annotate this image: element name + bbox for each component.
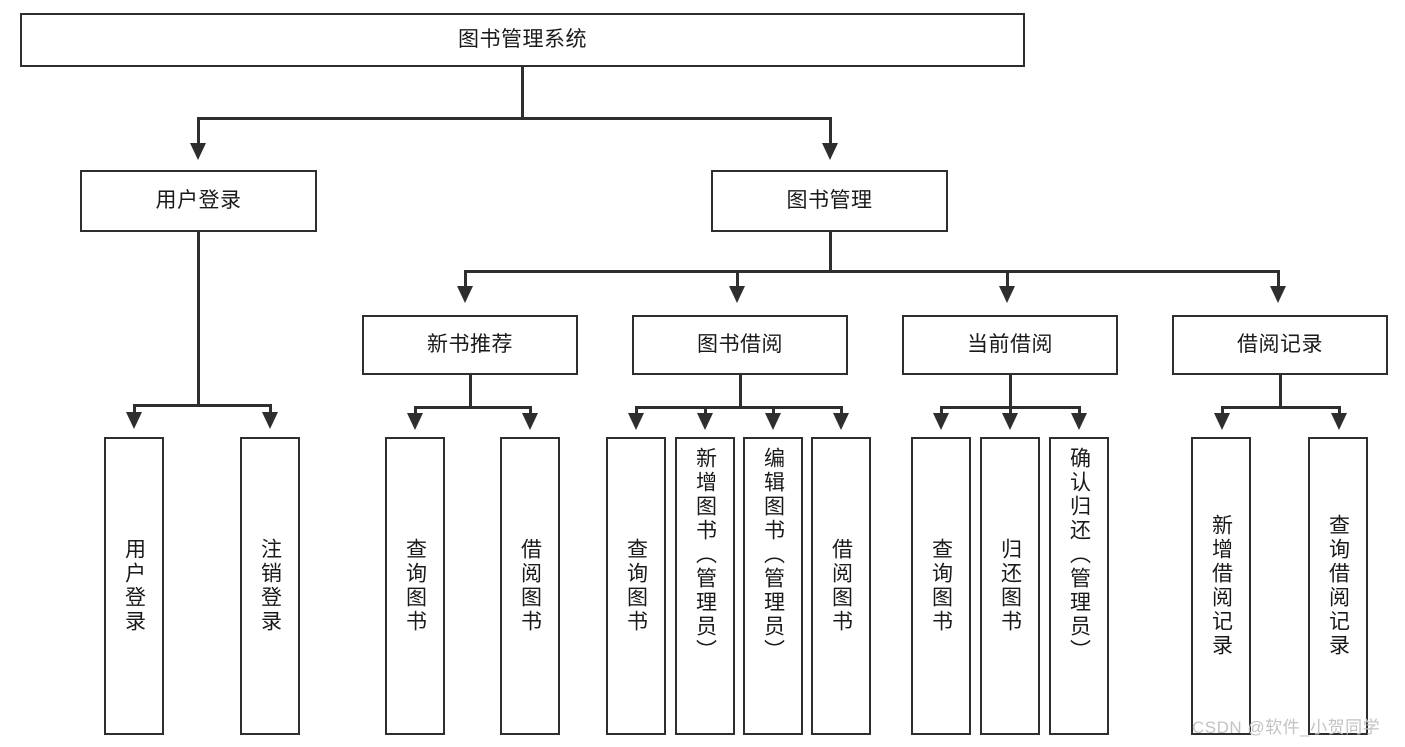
- leaf-newbook-query-book[interactable]: 查询图书: [385, 437, 445, 735]
- arrow-root-to-bookmgmt: [822, 143, 838, 160]
- connector-bookborrow-leaf1: [635, 406, 638, 415]
- node-label: 注销登录: [258, 538, 282, 634]
- connector-root-stem: [521, 67, 524, 118]
- leaf-user-login[interactable]: 用户登录: [104, 437, 164, 735]
- node-borrow-record[interactable]: 借阅记录: [1172, 315, 1388, 375]
- node-label: 图书管理: [786, 188, 873, 212]
- connector-newbook-leaf1: [414, 406, 417, 415]
- node-label: 查询借阅记录: [1326, 514, 1350, 658]
- connector-user-leaf1: [133, 404, 136, 414]
- connector-to-newbook: [464, 270, 467, 288]
- node-book-management[interactable]: 图书管理: [711, 170, 948, 232]
- connector-to-borrowrecord: [1277, 270, 1280, 288]
- arrow-user-leaf2: [262, 412, 278, 429]
- connector-root-to-user: [197, 117, 200, 145]
- leaf-user-logout[interactable]: 注销登录: [240, 437, 300, 735]
- connector-to-bookborrow: [736, 270, 739, 288]
- csdn-watermark: CSDN @软件_小贺同学: [1192, 718, 1381, 737]
- node-current-borrow[interactable]: 当前借阅: [902, 315, 1118, 375]
- node-new-book-recommend[interactable]: 新书推荐: [362, 315, 578, 375]
- arrow-currentborrow-leaf1: [933, 413, 949, 430]
- connector-root-to-bookmgmt: [829, 117, 832, 145]
- node-label: 确认归还（管理员）: [1067, 447, 1091, 663]
- node-label: 用户登录: [122, 538, 146, 634]
- node-label: 图书借阅: [697, 332, 783, 356]
- leaf-currentborrow-query-book[interactable]: 查询图书: [911, 437, 971, 735]
- node-root-system[interactable]: 图书管理系统: [20, 13, 1025, 67]
- leaf-bookborrow-borrow-book[interactable]: 借阅图书: [811, 437, 871, 735]
- connector-user-leaf2: [269, 404, 272, 414]
- arrow-bookborrow-leaf4: [833, 413, 849, 430]
- connector-root-bar: [197, 117, 832, 120]
- connector-bookborrow-bar: [635, 406, 843, 409]
- node-label: 查询图书: [624, 538, 648, 634]
- leaf-bookborrow-add-book-admin[interactable]: 新增图书（管理员）: [675, 437, 735, 735]
- arrow-borrowrecord-leaf1: [1214, 413, 1230, 430]
- leaf-bookborrow-query-book[interactable]: 查询图书: [606, 437, 666, 735]
- connector-bookborrow-leaf3: [772, 406, 775, 415]
- arrow-currentborrow-leaf3: [1071, 413, 1087, 430]
- connector-bookborrow-leaf4: [840, 406, 843, 415]
- connector-user-stem: [197, 232, 200, 406]
- arrow-currentborrow-leaf2: [1002, 413, 1018, 430]
- arrow-bookborrow-leaf3: [765, 413, 781, 430]
- connector-borrowrecord-bar: [1221, 406, 1341, 409]
- node-user-login[interactable]: 用户登录: [80, 170, 317, 232]
- connector-user-bar: [133, 404, 271, 407]
- node-label: 新书推荐: [427, 332, 513, 356]
- node-label: 查询图书: [929, 538, 953, 634]
- leaf-newbook-borrow-book[interactable]: 借阅图书: [500, 437, 560, 735]
- arrow-newbook-leaf1: [407, 413, 423, 430]
- connector-bookmgmt-stem: [829, 232, 832, 272]
- leaf-currentborrow-confirm-return-admin[interactable]: 确认归还（管理员）: [1049, 437, 1109, 735]
- connector-borrowrecord-leaf2: [1338, 406, 1341, 415]
- arrow-to-newbook: [457, 286, 473, 303]
- arrow-bookborrow-leaf1: [628, 413, 644, 430]
- node-label: 编辑图书（管理员）: [761, 447, 785, 663]
- arrow-to-borrowrecord: [1270, 286, 1286, 303]
- arrow-borrowrecord-leaf2: [1331, 413, 1347, 430]
- node-label: 图书管理系统: [458, 27, 587, 51]
- connector-bookborrow-stem: [739, 375, 742, 408]
- leaf-borrowrecord-add-record[interactable]: 新增借阅记录: [1191, 437, 1251, 735]
- connector-currentborrow-leaf3: [1078, 406, 1081, 415]
- arrow-newbook-leaf2: [522, 413, 538, 430]
- arrow-root-to-user: [190, 143, 206, 160]
- connector-borrowrecord-leaf1: [1221, 406, 1224, 415]
- connector-to-currentborrow: [1006, 270, 1009, 288]
- connector-newbook-bar: [414, 406, 532, 409]
- connector-bookborrow-leaf2: [704, 406, 707, 415]
- node-label: 新增借阅记录: [1209, 514, 1233, 658]
- node-label: 归还图书: [998, 538, 1022, 634]
- node-label: 借阅图书: [829, 538, 853, 634]
- node-label: 当前借阅: [967, 332, 1053, 356]
- leaf-bookborrow-edit-book-admin[interactable]: 编辑图书（管理员）: [743, 437, 803, 735]
- node-label: 借阅记录: [1237, 332, 1323, 356]
- connector-currentborrow-stem: [1009, 375, 1012, 408]
- connector-currentborrow-leaf1: [940, 406, 943, 415]
- leaf-currentborrow-return-book[interactable]: 归还图书: [980, 437, 1040, 735]
- node-label: 借阅图书: [518, 538, 542, 634]
- node-label: 新增图书（管理员）: [693, 447, 717, 663]
- arrow-user-leaf1: [126, 412, 142, 429]
- connector-newbook-leaf2: [529, 406, 532, 415]
- arrow-to-bookborrow: [729, 286, 745, 303]
- connector-borrowrecord-stem: [1279, 375, 1282, 408]
- connector-newbook-stem: [469, 375, 472, 408]
- node-book-borrow[interactable]: 图书借阅: [632, 315, 848, 375]
- connector-bookmgmt-bar: [464, 270, 1280, 273]
- node-label: 查询图书: [403, 538, 427, 634]
- node-label: 用户登录: [155, 188, 242, 212]
- leaf-borrowrecord-query-record[interactable]: 查询借阅记录: [1308, 437, 1368, 735]
- connector-currentborrow-leaf2: [1009, 406, 1012, 415]
- arrow-to-currentborrow: [999, 286, 1015, 303]
- arrow-bookborrow-leaf2: [697, 413, 713, 430]
